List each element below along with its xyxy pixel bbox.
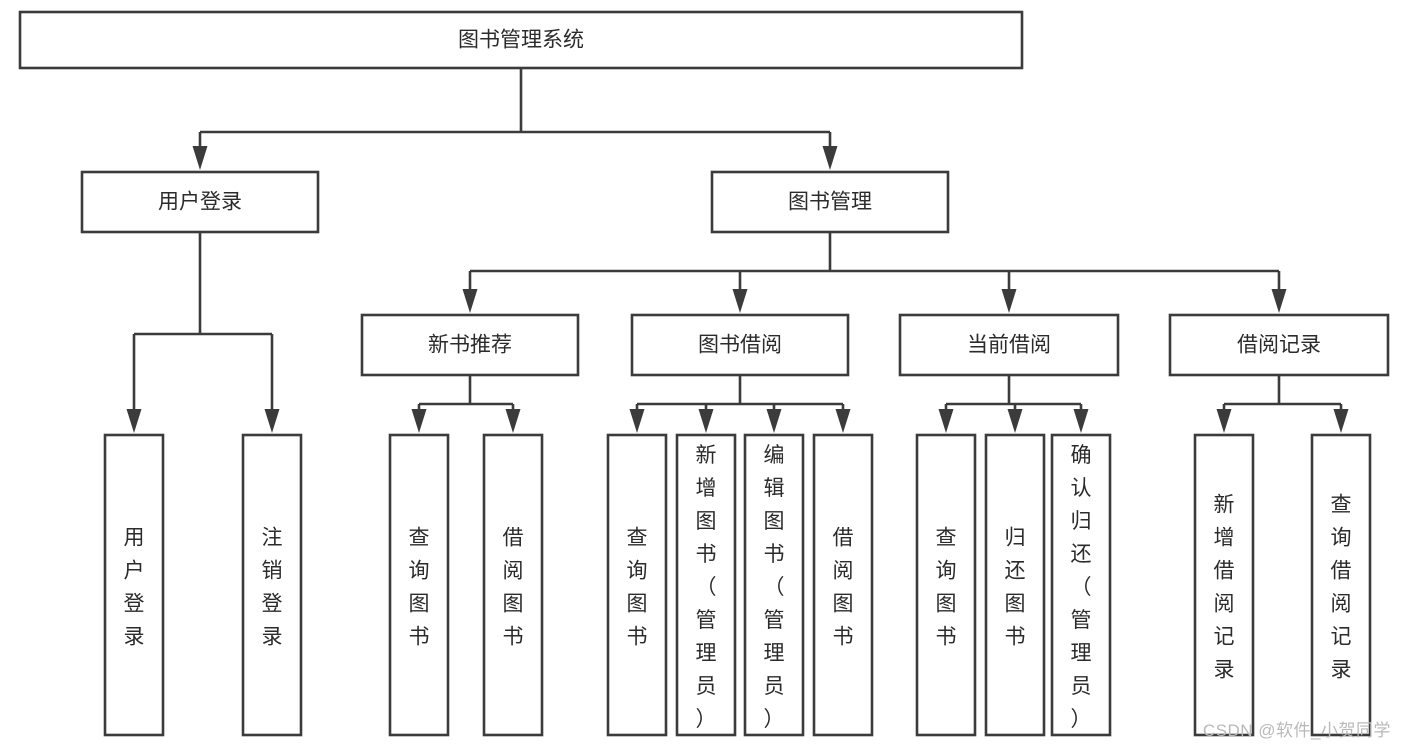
node-label: 查询图书 — [936, 527, 957, 649]
flow-node[interactable]: 归还图书 — [984, 433, 1046, 737]
flow-node[interactable]: 用户登录 — [80, 170, 320, 234]
flow-node[interactable]: 借阅图书 — [812, 433, 874, 737]
flow-node[interactable]: 查询图书 — [388, 433, 450, 737]
connector-layer — [126, 68, 1349, 433]
node-label: 图书借阅 — [698, 334, 782, 357]
flow-node[interactable]: 用户登录 — [103, 433, 165, 737]
node-box[interactable] — [1193, 433, 1255, 737]
node-box[interactable] — [984, 433, 1046, 737]
arrow-head — [1216, 409, 1232, 433]
flow-node[interactable]: 图书借阅 — [630, 313, 850, 377]
node-box[interactable] — [898, 313, 1120, 377]
flow-node[interactable]: 编辑图书（管理员） — [743, 433, 805, 737]
arrow-head — [1271, 289, 1287, 313]
arrow-head — [1073, 409, 1089, 433]
node-label: 归还图书 — [1005, 527, 1026, 649]
node-box[interactable] — [388, 433, 450, 737]
node-label: 借阅图书 — [503, 527, 524, 649]
node-box[interactable] — [812, 433, 874, 737]
node-label: 新增图书（管理员） — [696, 444, 717, 731]
node-label: 图书管理系统 — [458, 29, 584, 52]
node-box[interactable] — [360, 313, 580, 377]
flow-node[interactable]: 确认归还（管理员） — [1050, 433, 1112, 737]
node-box[interactable] — [630, 313, 850, 377]
node-label: 用户登录 — [158, 191, 242, 214]
node-label: 编辑图书（管理员） — [764, 444, 785, 731]
node-box[interactable] — [18, 10, 1024, 70]
arrow-head — [1333, 409, 1349, 433]
watermark-text: CSDN @软件_小贺同学 — [1202, 721, 1391, 740]
flow-node[interactable]: 注销登录 — [241, 433, 303, 737]
arrow-head — [192, 146, 208, 170]
node-label: 查询图书 — [409, 527, 430, 649]
arrow-head — [938, 409, 954, 433]
node-box[interactable] — [1168, 313, 1390, 377]
node-box[interactable] — [80, 170, 320, 234]
node-label: 确认归还（管理员） — [1071, 444, 1092, 731]
node-label: 新增借阅记录 — [1214, 494, 1235, 682]
arrow-head — [264, 409, 280, 433]
arrow-head — [698, 409, 714, 433]
node-box[interactable] — [675, 433, 737, 737]
node-label: 借阅记录 — [1237, 334, 1321, 357]
flow-node[interactable]: 新增图书（管理员） — [675, 433, 737, 737]
node-box[interactable] — [710, 170, 950, 234]
node-label: 注销登录 — [262, 527, 283, 649]
arrow-head — [462, 289, 478, 313]
arrow-head — [1001, 289, 1017, 313]
arrow-head — [1007, 409, 1023, 433]
node-box[interactable] — [743, 433, 805, 737]
node-layer: 图书管理系统用户登录图书管理用户登录注销登录新书推荐查询图书借阅图书图书借阅查询… — [18, 10, 1390, 737]
flow-node[interactable]: 查询图书 — [606, 433, 668, 737]
flow-node[interactable]: 新增借阅记录 — [1193, 433, 1255, 737]
node-box[interactable] — [1050, 433, 1112, 737]
node-box[interactable] — [915, 433, 977, 737]
node-label: 借阅图书 — [833, 527, 854, 649]
arrow-head — [822, 146, 838, 170]
node-box[interactable] — [482, 433, 544, 737]
flow-node[interactable]: 图书管理系统 — [18, 10, 1024, 70]
node-label: 图书管理 — [788, 191, 872, 214]
flow-node[interactable]: 新书推荐 — [360, 313, 580, 377]
arrow-head — [505, 409, 521, 433]
flow-node[interactable]: 借阅记录 — [1168, 313, 1390, 377]
node-box[interactable] — [241, 433, 303, 737]
node-label: 当前借阅 — [967, 334, 1051, 357]
flow-node[interactable]: 查询借阅记录 — [1310, 433, 1372, 737]
arrow-head — [629, 409, 645, 433]
flow-node[interactable]: 查询图书 — [915, 433, 977, 737]
arrow-head — [411, 409, 427, 433]
arrow-head — [126, 409, 142, 433]
node-box[interactable] — [103, 433, 165, 737]
node-label: 查询借阅记录 — [1331, 494, 1352, 682]
node-box[interactable] — [606, 433, 668, 737]
node-label: 查询图书 — [627, 527, 648, 649]
node-label: 用户登录 — [124, 527, 145, 649]
flow-node[interactable]: 当前借阅 — [898, 313, 1120, 377]
arrow-head — [732, 289, 748, 313]
arrow-head — [835, 409, 851, 433]
arrow-head — [766, 409, 782, 433]
flow-node[interactable]: 图书管理 — [710, 170, 950, 234]
node-box[interactable] — [1310, 433, 1372, 737]
flow-node[interactable]: 借阅图书 — [482, 433, 544, 737]
node-label: 新书推荐 — [428, 334, 512, 357]
